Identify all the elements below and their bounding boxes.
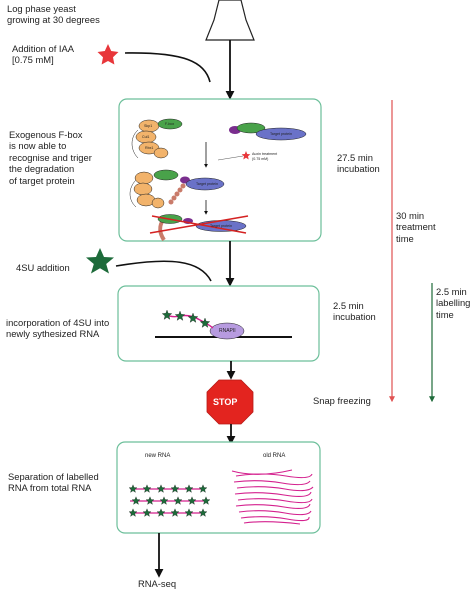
rna-label-star [142,508,152,517]
small-star-icon [241,151,251,160]
rna-label-star [159,496,169,505]
step-4-label: 4SU addition [16,262,70,273]
auxin-treatment-step [229,122,307,141]
snap-freezing-label: Snap freezing [313,395,371,406]
rna-seq-label: RNA-seq [138,578,177,589]
rna-label-star [145,496,155,505]
rna-label-star [170,508,180,517]
incubation-1-label: 27.5 min incubation [337,152,380,175]
auxin-label-1: Auxin treatment [252,152,278,156]
nascent-rna [163,313,214,329]
rna-label-star [128,484,138,493]
fbox-label: F-box [165,122,175,126]
flask-icon [205,0,255,41]
rna-label-star [170,484,180,493]
step-6-label: Separation of labelled RNA from total RN… [8,471,99,494]
rna-label-star [198,484,208,493]
treatment-time-label: 30 min treatment time [396,210,436,244]
labelled-rna-stars [161,309,211,328]
auxin-label-2: (0.75 mM) [252,157,269,161]
skp1-label: Skp1 [144,124,153,128]
panel-separation [116,441,321,534]
old-rna-strands [231,469,314,525]
scf-complex-top [131,118,183,159]
step-3-label: Exogenous F-box is now able to recognise… [9,129,92,186]
rbx1-label: Rbx1 [145,146,154,150]
rna-label-star [156,484,166,493]
red-star-icon [97,44,119,65]
stop-sign [206,379,254,425]
rna-label-star [156,508,166,517]
step-2-label: Addition of IAA [0.75 mM] [12,43,75,66]
incubation-2-label: 2.5 min incubation [333,300,376,323]
stop-sign-label: STOP [213,397,238,407]
flow-arrow-iaa [124,52,211,83]
auxin-pointer [217,155,244,161]
rnapii-label: RNAPII [219,328,236,334]
old-rna-label: old RNA [263,453,286,459]
degraded-target [149,214,249,242]
rna-label-star [198,508,208,517]
step-5-label: incorporation of 4SU into newly sythesiz… [6,317,110,340]
rna-label-star [142,484,152,493]
rna-label-star [173,496,183,505]
rna-label-star [201,496,211,505]
new-rna-label: new RNA [145,453,171,459]
scf-complex-bound [129,169,225,209]
step-1-label: Log phase yeast growing at 30 degrees [7,3,100,26]
target-protein-label-1: Target protein [270,132,292,136]
rna-label-star [187,496,197,505]
rna-label-star [184,484,194,493]
new-rna-stars [128,484,211,517]
panel-labelling [117,285,320,362]
target-protein-label-2: Target protein [196,182,218,186]
rnapii-enzyme [209,322,245,340]
flow-arrow-4su [115,260,212,282]
green-star-icon [86,248,114,274]
labelling-time-label: 2.5 min labelling time [436,286,471,320]
rna-label-star [184,508,194,517]
rna-label-star [131,496,141,505]
rna-label-star [128,508,138,517]
target-protein-label-3: Target protein [210,224,232,228]
cul1-label: Cul1 [142,135,150,139]
